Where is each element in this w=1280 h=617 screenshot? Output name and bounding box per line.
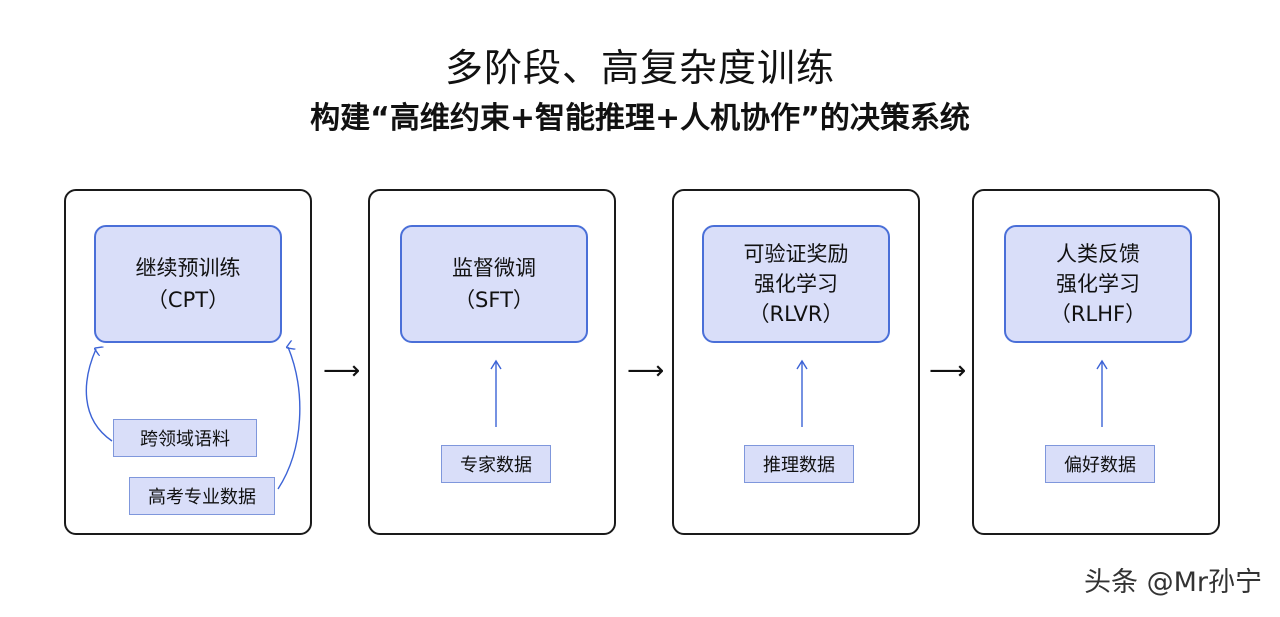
stage-cpt-main-box: 继续预训练 （CPT） xyxy=(94,225,282,343)
stage-rlhf-title-line2: 强化学习 xyxy=(1056,272,1140,296)
flow-arrow-3: ⟶ xyxy=(929,356,967,386)
data-reasoning: 推理数据 xyxy=(744,445,854,483)
stage-sft-main-box: 监督微调 （SFT） xyxy=(400,225,588,343)
stage-rlhf-abbrev: （RLHF） xyxy=(1049,302,1147,326)
stage-cpt-title: 继续预训练 xyxy=(135,256,241,280)
diagram-subtitle: 构建“高维约束+智能推理+人机协作”的决策系统 xyxy=(310,101,970,136)
stage-rlhf-arrow xyxy=(1096,359,1108,427)
data-cross-domain-corpus: 跨领域语料 xyxy=(113,419,257,457)
data-expert: 专家数据 xyxy=(441,445,551,483)
stage-rlvr-main-box: 可验证奖励 强化学习 （RLVR） xyxy=(702,225,890,343)
stage-sft: 监督微调 （SFT） 专家数据 xyxy=(368,189,616,535)
watermark: 头条 @Mr孙宁 xyxy=(1084,567,1262,598)
stage-cpt: 继续预训练 （CPT） 跨领域语料 高考专业数据 xyxy=(64,189,312,535)
stage-sft-arrow xyxy=(490,359,502,427)
stage-cpt-abbrev: （CPT） xyxy=(146,288,230,312)
diagram-title: 多阶段、高复杂度训练 xyxy=(444,46,835,90)
flow-arrow-1: ⟶ xyxy=(323,356,361,386)
curved-arrow-right xyxy=(277,347,301,490)
curved-arrow-left xyxy=(85,349,113,442)
stage-sft-abbrev: （SFT） xyxy=(454,288,534,312)
stage-rlvr-title-line1: 可验证奖励 xyxy=(743,242,849,266)
stage-rlvr-title-line2: 强化学习 xyxy=(754,272,838,296)
stage-rlhf-main-box: 人类反馈 强化学习 （RLHF） xyxy=(1004,225,1192,343)
stage-rlvr-arrow xyxy=(796,359,808,427)
stage-rlvr: 可验证奖励 强化学习 （RLVR） 推理数据 xyxy=(672,189,920,535)
stage-sft-title: 监督微调 xyxy=(452,256,536,280)
stage-rlhf: 人类反馈 强化学习 （RLHF） 偏好数据 xyxy=(972,189,1220,535)
stage-rlvr-abbrev: （RLVR） xyxy=(748,302,844,326)
data-preference: 偏好数据 xyxy=(1045,445,1155,483)
stage-cpt-arrows xyxy=(85,191,301,490)
data-gaokao-professional: 高考专业数据 xyxy=(129,477,275,515)
stage-rlhf-title-line1: 人类反馈 xyxy=(1056,242,1140,266)
flow-arrow-2: ⟶ xyxy=(627,356,665,386)
